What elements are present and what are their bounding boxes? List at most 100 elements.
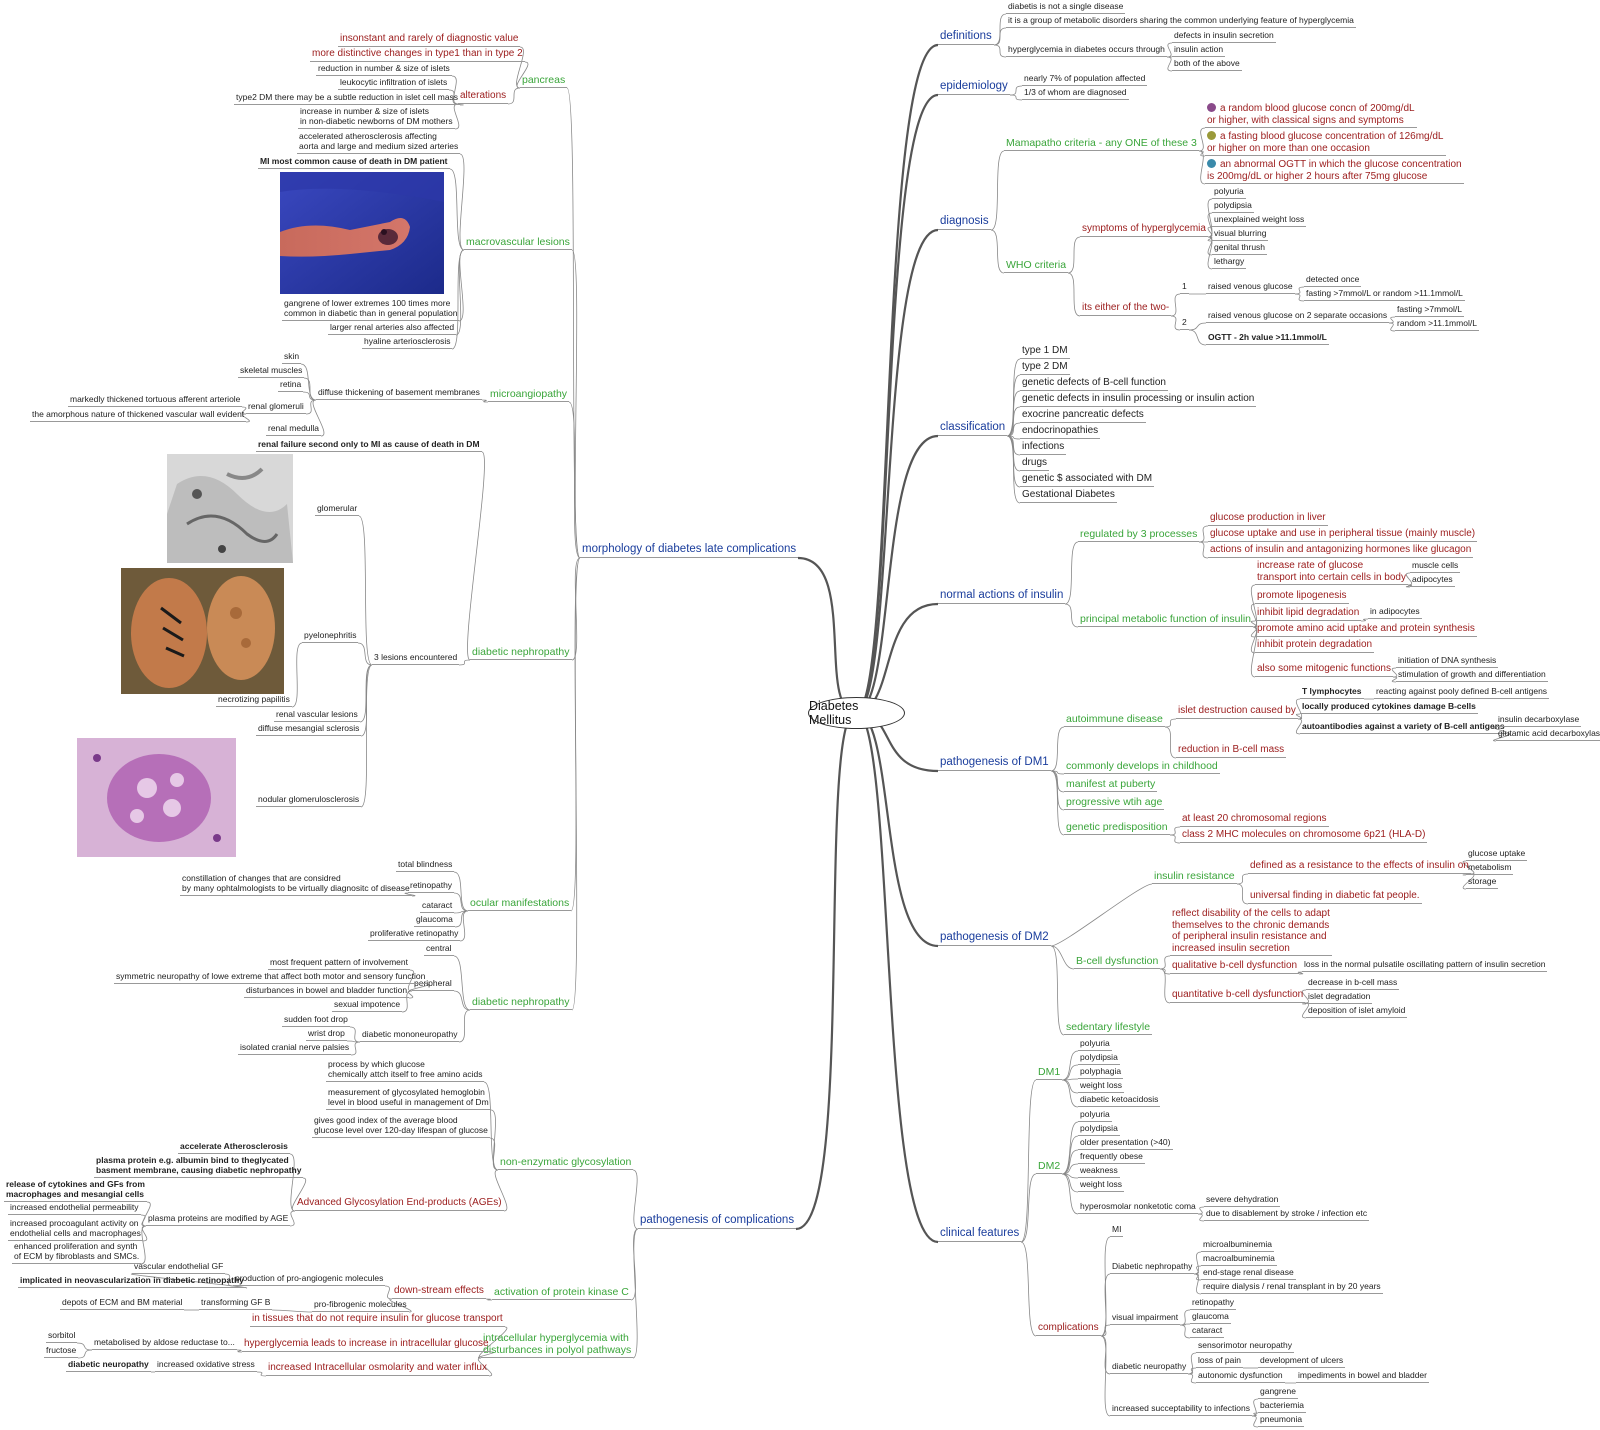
node-clin[interactable]: clinical features xyxy=(938,1227,1022,1243)
node-epi1[interactable]: nearly 7% of population affected xyxy=(1022,73,1148,86)
node-ih2[interactable]: hyperglycemia leads to increase in intra… xyxy=(242,1338,491,1352)
node-cp4[interactable]: diabetic neuropathy xyxy=(1110,1361,1189,1374)
node-ne2a[interactable]: glomerular xyxy=(315,503,360,516)
node-reg1[interactable]: glucose production in liver xyxy=(1208,512,1328,526)
node-cp4c[interactable]: autonomic dysfunction xyxy=(1196,1370,1285,1383)
node-macro[interactable]: macrovascular lesions xyxy=(464,236,572,251)
node-dm1[interactable]: pathogenesis of DM1 xyxy=(938,756,1051,772)
node-cp4c1[interactable]: impediments in bowel and bladder xyxy=(1296,1370,1429,1383)
node-bcd3a[interactable]: decrease in b-cell mass xyxy=(1306,977,1400,990)
node-redb[interactable]: reduction in B-cell mass xyxy=(1176,744,1287,758)
node-epidemiology[interactable]: epidemiology xyxy=(938,80,1010,96)
node-pm1b[interactable]: adipocytes xyxy=(1410,574,1455,587)
node-pm5[interactable]: inhibit protein degradation xyxy=(1255,639,1375,653)
node-epi2[interactable]: 1/3 of whom are diagnosed xyxy=(1022,87,1129,100)
node-micro[interactable]: microangiopathy xyxy=(488,388,570,403)
node-neg[interactable]: non-enzymatic glycosylation xyxy=(498,1156,634,1171)
node-pm6a[interactable]: initiation of DNA synthesis xyxy=(1396,655,1499,668)
node-dm1c[interactable]: manifest at puberty xyxy=(1064,778,1158,793)
node-sy1[interactable]: polyuria xyxy=(1212,186,1246,199)
node-cp5[interactable]: increased succeptability to infections xyxy=(1110,1403,1252,1416)
node-pm6b[interactable]: stimulation of growth and differentiatio… xyxy=(1396,669,1548,682)
node-cd2d[interactable]: frequently obese xyxy=(1078,1151,1145,1164)
node-cp3b[interactable]: glaucoma xyxy=(1190,1311,1231,1324)
node-pm3a[interactable]: in adipocytes xyxy=(1368,606,1422,619)
node-e2b[interactable]: OGTT - 2h value >11.1mmol/L xyxy=(1206,332,1329,345)
node-pm1[interactable]: increase rate of glucose transport into … xyxy=(1255,560,1408,585)
node-cd2b[interactable]: polydipsia xyxy=(1078,1123,1120,1136)
node-alt3[interactable]: type2 DM there may be a subtle reduction… xyxy=(234,92,461,105)
node-pm2[interactable]: promote lipogenesis xyxy=(1255,590,1349,604)
node-lcc[interactable]: locally produced cytokines damage B-cell… xyxy=(1300,701,1478,714)
node-cp2a[interactable]: microalbuminemia xyxy=(1201,1239,1274,1252)
node-sy6[interactable]: lethargy xyxy=(1212,256,1247,269)
node-reg2[interactable]: glucose uptake and use in peripheral tis… xyxy=(1208,528,1478,542)
node-mi5[interactable]: renal medulla xyxy=(266,423,322,436)
node-ag1[interactable]: accelerate Atherosclerosis xyxy=(178,1141,290,1154)
root-node[interactable]: Diabetes Mellitus xyxy=(808,697,905,729)
node-c3[interactable]: genetic defects of B-cell function xyxy=(1020,377,1168,391)
node-diagnosis[interactable]: diagnosis xyxy=(938,215,991,231)
node-ag3b[interactable]: increased endothelial permeability xyxy=(8,1202,141,1215)
node-ne2[interactable]: 3 lesions encountered xyxy=(372,652,460,665)
node-ppa2[interactable]: implicated in neovascularization in diab… xyxy=(18,1275,246,1288)
node-cd2g1[interactable]: severe dehydration xyxy=(1204,1194,1281,1207)
node-ppf2[interactable]: depots of ECM and BM material xyxy=(60,1297,185,1310)
node-c6[interactable]: endocrinopathies xyxy=(1020,425,1101,439)
node-sy4[interactable]: visual blurring xyxy=(1212,228,1269,241)
node-ne2b1[interactable]: necrotizing papilitis xyxy=(216,694,292,707)
node-pkc[interactable]: activation of protein kinase C xyxy=(492,1286,631,1301)
node-reg3[interactable]: actions of insulin and antagonizing horm… xyxy=(1208,544,1474,558)
node-ma5[interactable]: hyaline arteriosclerosis xyxy=(362,336,453,349)
node-cd1e[interactable]: diabetic ketoacidosis xyxy=(1078,1094,1161,1107)
node-ma3[interactable]: gangrene of lower extremes 100 times mor… xyxy=(282,298,460,321)
node-definitions[interactable]: definitions xyxy=(938,30,994,46)
node-neph[interactable]: diabetic nephropathy xyxy=(470,646,572,661)
node-auto[interactable]: autoimmune disease xyxy=(1064,713,1165,728)
node-ne2c[interactable]: renal vascular lesions xyxy=(274,709,360,722)
node-e2[interactable]: 2 xyxy=(1180,317,1189,330)
node-gen[interactable]: genetic predisposition xyxy=(1064,821,1170,836)
node-aab2[interactable]: glutamic acid decarboxylase xyxy=(1496,728,1600,741)
node-ih2a2[interactable]: fructose xyxy=(44,1345,79,1358)
node-cp3c[interactable]: cataract xyxy=(1190,1325,1225,1338)
node-dse[interactable]: down-stream effects xyxy=(392,1285,486,1299)
node-bcd3[interactable]: quantitative b-cell dysfunction xyxy=(1170,989,1306,1003)
node-cp2[interactable]: Diabetic nephropathy xyxy=(1110,1261,1195,1274)
node-nu3c[interactable]: isolated cranial nerve palsies xyxy=(238,1042,352,1055)
node-nu3a[interactable]: sudden foot drop xyxy=(282,1014,350,1027)
node-tla[interactable]: reacting against pooly defined B-cell an… xyxy=(1374,686,1550,699)
node-who[interactable]: WHO criteria xyxy=(1004,259,1069,274)
node-mam1[interactable]: a random blood glucose concn of 200mg/dL… xyxy=(1205,103,1417,128)
node-oc1[interactable]: total blindness xyxy=(396,859,455,872)
node-cp4b[interactable]: loss of pain xyxy=(1196,1355,1243,1368)
node-reg[interactable]: regulated by 3 processes xyxy=(1078,528,1200,543)
node-mi2[interactable]: skeletal muscles xyxy=(238,365,305,378)
node-gen2[interactable]: class 2 MHC molecules on chromosome 6p21… xyxy=(1180,829,1428,843)
node-alt4[interactable]: increase in number & size of islets in n… xyxy=(298,106,455,129)
node-cdm1[interactable]: DM1 xyxy=(1036,1066,1063,1081)
node-dm1d[interactable]: progressive wtih age xyxy=(1064,796,1165,811)
node-cp2c[interactable]: end-stage renal disease xyxy=(1201,1267,1296,1280)
node-ne2d[interactable]: diffuse mesangial sclerosis xyxy=(256,723,362,736)
node-ma2[interactable]: MI most common cause of death in DM pati… xyxy=(258,156,450,169)
node-ag3c[interactable]: increased procoagulant activity on endot… xyxy=(8,1218,143,1241)
node-pmf[interactable]: principal metabolic function of insulin xyxy=(1078,613,1254,628)
node-ir2[interactable]: universal finding in diabetic fat people… xyxy=(1248,890,1422,904)
node-e2a[interactable]: raised venous glucose on 2 separate occa… xyxy=(1206,310,1390,323)
node-ag3a[interactable]: release of cytokines and GFs from macrop… xyxy=(4,1179,147,1202)
node-ag2[interactable]: plasma protein e.g. albumin bind to theg… xyxy=(94,1155,304,1178)
node-c2[interactable]: type 2 DM xyxy=(1020,361,1070,375)
node-def3c[interactable]: both of the above xyxy=(1172,58,1242,71)
node-insulin[interactable]: normal actions of insulin xyxy=(938,589,1066,605)
node-nu3[interactable]: diabetic mononeuropathy xyxy=(360,1029,460,1042)
node-cp3a[interactable]: retinopathy xyxy=(1190,1297,1237,1310)
node-oc4[interactable]: glaucoma xyxy=(414,914,455,927)
node-nu2b[interactable]: symmetric neuropathy of lowe extreme tha… xyxy=(114,971,428,984)
node-tl[interactable]: T lymphocytes xyxy=(1300,686,1364,699)
node-nu2d[interactable]: sexual impotence xyxy=(332,999,403,1012)
node-nu2[interactable]: peripheral xyxy=(412,978,454,991)
node-mi1[interactable]: skin xyxy=(282,351,302,364)
node-mi4b[interactable]: the amorphous nature of thickened vascul… xyxy=(30,409,247,422)
node-c8[interactable]: drugs xyxy=(1020,457,1050,471)
